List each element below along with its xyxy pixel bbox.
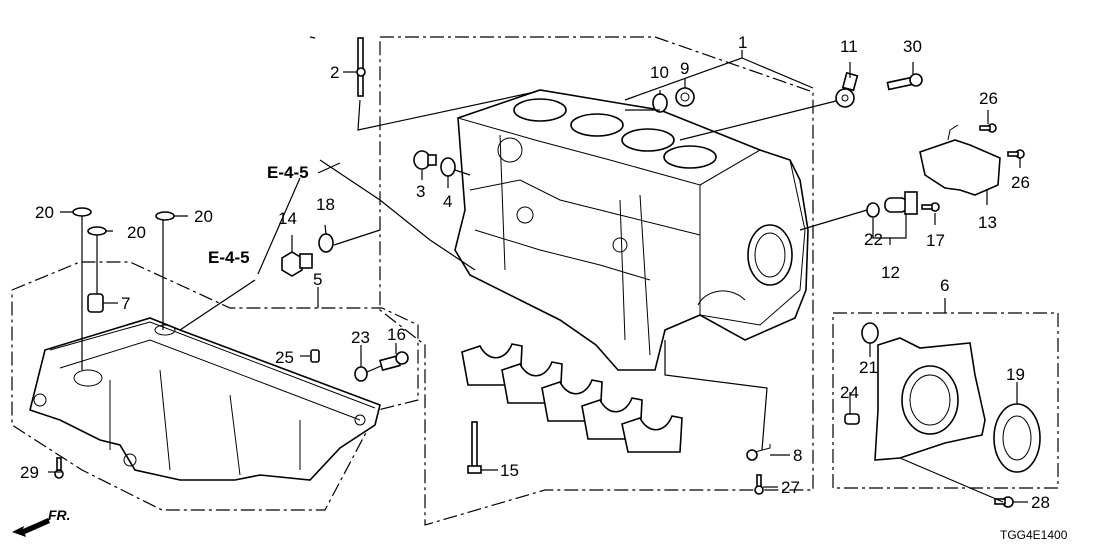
front-label: FR. — [48, 507, 71, 523]
callout-26b: 26 — [1011, 173, 1030, 192]
part-2-bolt — [356, 37, 366, 97]
part-21-o-ring — [861, 322, 879, 344]
callout-4: 4 — [443, 192, 452, 211]
block-group-outline — [379, 36, 814, 526]
part-10-washer — [652, 93, 668, 113]
part-8-sensor — [746, 444, 771, 461]
reference-label-lower[interactable]: E-4-5 — [208, 248, 250, 267]
part-12-sensor — [884, 191, 918, 215]
callout-21: 21 — [859, 358, 878, 377]
callout-7: 7 — [121, 294, 130, 313]
callout-1: 1 — [738, 33, 747, 52]
callout-17: 17 — [926, 231, 945, 250]
callout-6: 6 — [940, 276, 949, 295]
callout-20c: 20 — [194, 207, 213, 226]
part-20-washer-a — [72, 207, 92, 217]
callout-9: 9 — [680, 59, 689, 78]
part-17-bolt — [921, 202, 940, 212]
callout-24: 24 — [840, 383, 859, 402]
diagram-code: TGG4E1400 — [1000, 528, 1068, 542]
callout-5: 5 — [313, 270, 322, 289]
part-22-o-ring — [866, 202, 880, 218]
callout-15: 15 — [500, 461, 519, 480]
part-28-bolt — [994, 496, 1014, 508]
callout-19: 19 — [1006, 365, 1025, 384]
callout-3: 3 — [416, 182, 425, 201]
callout-22: 22 — [864, 230, 883, 249]
leader-lines — [48, 36, 1028, 503]
callout-14: 14 — [278, 209, 297, 228]
callout-18: 18 — [316, 195, 335, 214]
callout-8: 8 — [793, 446, 802, 465]
part-19-oil-seal — [993, 403, 1041, 473]
part-23-washer — [354, 366, 368, 382]
callout-2: 2 — [330, 63, 339, 82]
callout-27: 27 — [781, 478, 800, 497]
callout-16: 16 — [387, 325, 406, 344]
part-16-bolt — [379, 351, 409, 372]
part-18-washer — [318, 233, 334, 253]
part-4-washer — [440, 157, 456, 177]
part-26-bolt-b — [1007, 149, 1025, 159]
part-14-drain-plug — [281, 251, 313, 277]
callout-20b: 20 — [127, 223, 146, 242]
part-26-bolt-a — [979, 123, 997, 133]
part-27-bolt — [754, 474, 764, 495]
callout-28: 28 — [1031, 493, 1050, 512]
callout-29: 29 — [20, 463, 39, 482]
part-3-plug — [413, 150, 437, 170]
bearing-caps — [461, 343, 683, 453]
part-20-washer-c — [155, 211, 175, 221]
oil-pan — [29, 317, 381, 481]
callout-20a: 20 — [35, 203, 54, 222]
part-24-dowel — [844, 413, 860, 425]
callout-13: 13 — [978, 213, 997, 232]
reference-label-upper[interactable]: E-4-5 — [267, 163, 309, 182]
part-15-bolt — [467, 421, 482, 474]
cylinder-block — [454, 89, 809, 371]
callout-30: 30 — [903, 37, 922, 56]
part-20-washer-b — [87, 226, 107, 236]
part-25-dowel — [310, 349, 320, 363]
callout-26a: 26 — [979, 89, 998, 108]
callout-12: 12 — [881, 263, 900, 282]
part-7-dowel — [87, 293, 104, 313]
part-29-bolt — [54, 457, 64, 479]
part-11-knock-sensor — [835, 71, 859, 108]
callout-11: 11 — [840, 37, 858, 56]
part-30-bolt — [886, 73, 923, 91]
callout-10: 10 — [650, 63, 669, 82]
callout-25: 25 — [275, 348, 294, 367]
front-arrow-icon — [12, 518, 50, 537]
oilpan-group-outline — [11, 261, 419, 511]
reference-arrow-upper — [317, 162, 341, 174]
callout-23: 23 — [351, 328, 370, 347]
part-9-plug — [675, 87, 695, 107]
part-13-cover — [919, 139, 1001, 196]
